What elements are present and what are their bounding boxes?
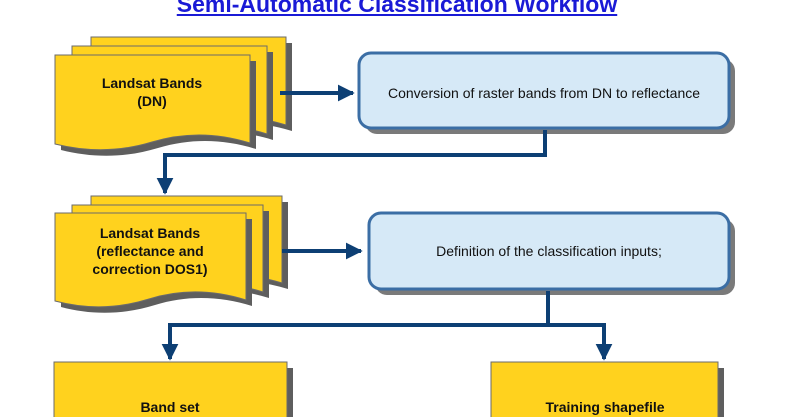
conversion-process-box: Conversion of raster bands from DN to re… bbox=[357, 51, 735, 134]
connector-conversion-to-reflectance bbox=[156, 130, 547, 195]
training-shapefile-label: Training shapefile bbox=[545, 399, 664, 415]
landsat-dn-label-line2: (DN) bbox=[137, 93, 167, 109]
diagram-title: Semi-Automatic Classification Workflow bbox=[176, 0, 618, 17]
connector-to-band-set bbox=[161, 323, 548, 361]
landsat-reflectance-label-line3: correction DOS1) bbox=[92, 261, 207, 277]
training-shapefile-document: Training shapefile bbox=[490, 361, 724, 417]
landsat-reflectance-label-line1: Landsat Bands bbox=[100, 225, 201, 241]
band-set-label: Band set bbox=[140, 399, 199, 415]
band-set-document: Band set bbox=[53, 361, 293, 417]
landsat-dn-label-line1: Landsat Bands bbox=[102, 75, 203, 91]
definition-process-box: Definition of the classification inputs; bbox=[367, 211, 735, 295]
definition-label: Definition of the classification inputs; bbox=[436, 243, 662, 259]
conversion-label: Conversion of raster bands from DN to re… bbox=[388, 85, 700, 101]
landsat-reflectance-label-line2: (reflectance and bbox=[96, 243, 203, 259]
landsat-reflectance-document-stack: Landsat Bands (reflectance and correctio… bbox=[54, 195, 288, 313]
landsat-dn-document-stack: Landsat Bands (DN) bbox=[54, 36, 292, 156]
connector-to-training-shapefile bbox=[548, 323, 613, 361]
